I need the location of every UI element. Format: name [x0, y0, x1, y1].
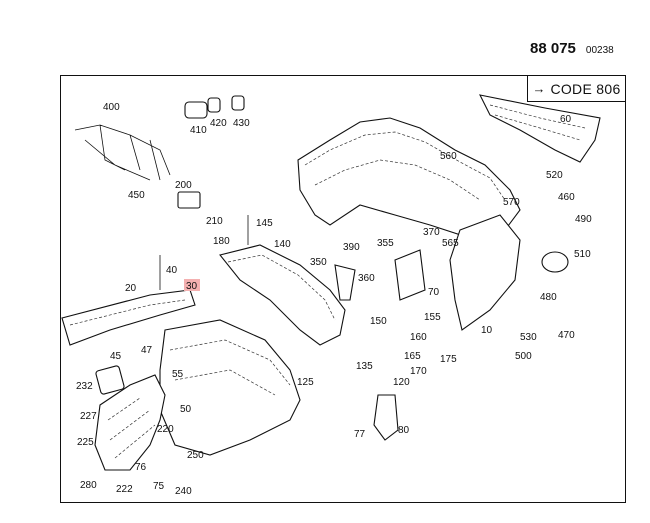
callout-470[interactable]: 470	[558, 330, 575, 341]
callout-500[interactable]: 500	[515, 351, 532, 362]
wiring-harness-shape	[74, 124, 171, 181]
callout-145[interactable]: 145	[256, 218, 273, 229]
callout-222[interactable]: 222	[116, 484, 133, 495]
callout-450[interactable]: 450	[128, 190, 145, 201]
plug-shape	[184, 101, 208, 119]
callout-40[interactable]: 40	[166, 265, 178, 276]
callout-520[interactable]: 520	[546, 170, 563, 181]
callout-170[interactable]: 170	[410, 366, 427, 377]
code-label: CODE 806	[550, 80, 621, 97]
callout-125[interactable]: 125	[297, 377, 314, 388]
callout-560[interactable]: 560	[440, 151, 457, 162]
mudflap-shape	[373, 394, 399, 441]
bracket-shape	[94, 374, 166, 471]
callout-390[interactable]: 390	[343, 242, 360, 253]
header: 88 075 00238	[530, 40, 614, 57]
callout-180[interactable]: 180	[213, 236, 230, 247]
exhaust-tip-shape	[541, 251, 569, 273]
callout-165[interactable]: 165	[404, 351, 421, 362]
callout-227[interactable]: 227	[80, 411, 97, 422]
callout-370[interactable]: 370	[423, 227, 440, 238]
callout-76[interactable]: 76	[135, 462, 147, 473]
callout-280[interactable]: 280	[80, 480, 97, 491]
side-panel-shape	[449, 214, 521, 331]
callout-240[interactable]: 240	[175, 486, 192, 497]
diagram-frame: → CODE 806	[60, 75, 626, 503]
callout-400[interactable]: 400	[103, 102, 120, 113]
callout-77[interactable]: 77	[354, 429, 366, 440]
callout-140[interactable]: 140	[274, 239, 291, 250]
bumper-cover-shape	[297, 117, 521, 239]
callout-150[interactable]: 150	[370, 316, 387, 327]
callout-50[interactable]: 50	[180, 404, 192, 415]
callout-highlight	[184, 279, 200, 291]
callout-565[interactable]: 565	[442, 238, 459, 249]
callout-160[interactable]: 160	[410, 332, 427, 343]
callout-175[interactable]: 175	[440, 354, 457, 365]
doc-sub-number: 00238	[585, 45, 614, 56]
callout-360[interactable]: 360	[358, 273, 375, 284]
diffuser-shape	[159, 319, 301, 456]
callout-135[interactable]: 135	[356, 361, 373, 372]
callout-250[interactable]: 250	[187, 450, 204, 461]
plate-shape	[95, 365, 125, 395]
callout-60[interactable]: 60	[560, 114, 572, 125]
callout-510[interactable]: 510	[574, 249, 591, 260]
callout-155[interactable]: 155	[424, 312, 441, 323]
callout-530[interactable]: 530	[520, 332, 537, 343]
callout-70[interactable]: 70	[428, 287, 440, 298]
callout-47[interactable]: 47	[141, 345, 153, 356]
callout-55[interactable]: 55	[172, 369, 184, 380]
long-cover-shape	[61, 289, 196, 346]
callout-490[interactable]: 490	[575, 214, 592, 225]
callout-355[interactable]: 355	[377, 238, 394, 249]
callout-430[interactable]: 430	[233, 118, 250, 129]
callout-220[interactable]: 220	[157, 424, 174, 435]
callout-480[interactable]: 480	[540, 292, 557, 303]
callout-80[interactable]: 80	[398, 425, 410, 436]
callout-45[interactable]: 45	[110, 351, 122, 362]
callout-200[interactable]: 200	[175, 180, 192, 191]
callout-75[interactable]: 75	[153, 481, 165, 492]
callout-232[interactable]: 232	[76, 381, 93, 392]
doc-number: 88 075	[530, 40, 576, 57]
callout-420[interactable]: 420	[210, 118, 227, 129]
callout-225[interactable]: 225	[77, 437, 94, 448]
callout-210[interactable]: 210	[206, 216, 223, 227]
callout-350[interactable]: 350	[310, 257, 327, 268]
lower-strip-shape	[219, 244, 346, 346]
callout-10[interactable]: 10	[481, 325, 493, 336]
arrow-right-icon: →	[532, 81, 546, 96]
callout-570[interactable]: 570	[503, 197, 520, 208]
trim-panel-shape	[479, 94, 601, 163]
cover-plate-shape	[177, 191, 201, 209]
callout-120[interactable]: 120	[393, 377, 410, 388]
code-box: → CODE 806	[527, 76, 625, 102]
callout-20[interactable]: 20	[125, 283, 137, 294]
callout-410[interactable]: 410	[190, 125, 207, 136]
callout-30[interactable]: 30	[186, 281, 198, 292]
callout-460[interactable]: 460	[558, 192, 575, 203]
